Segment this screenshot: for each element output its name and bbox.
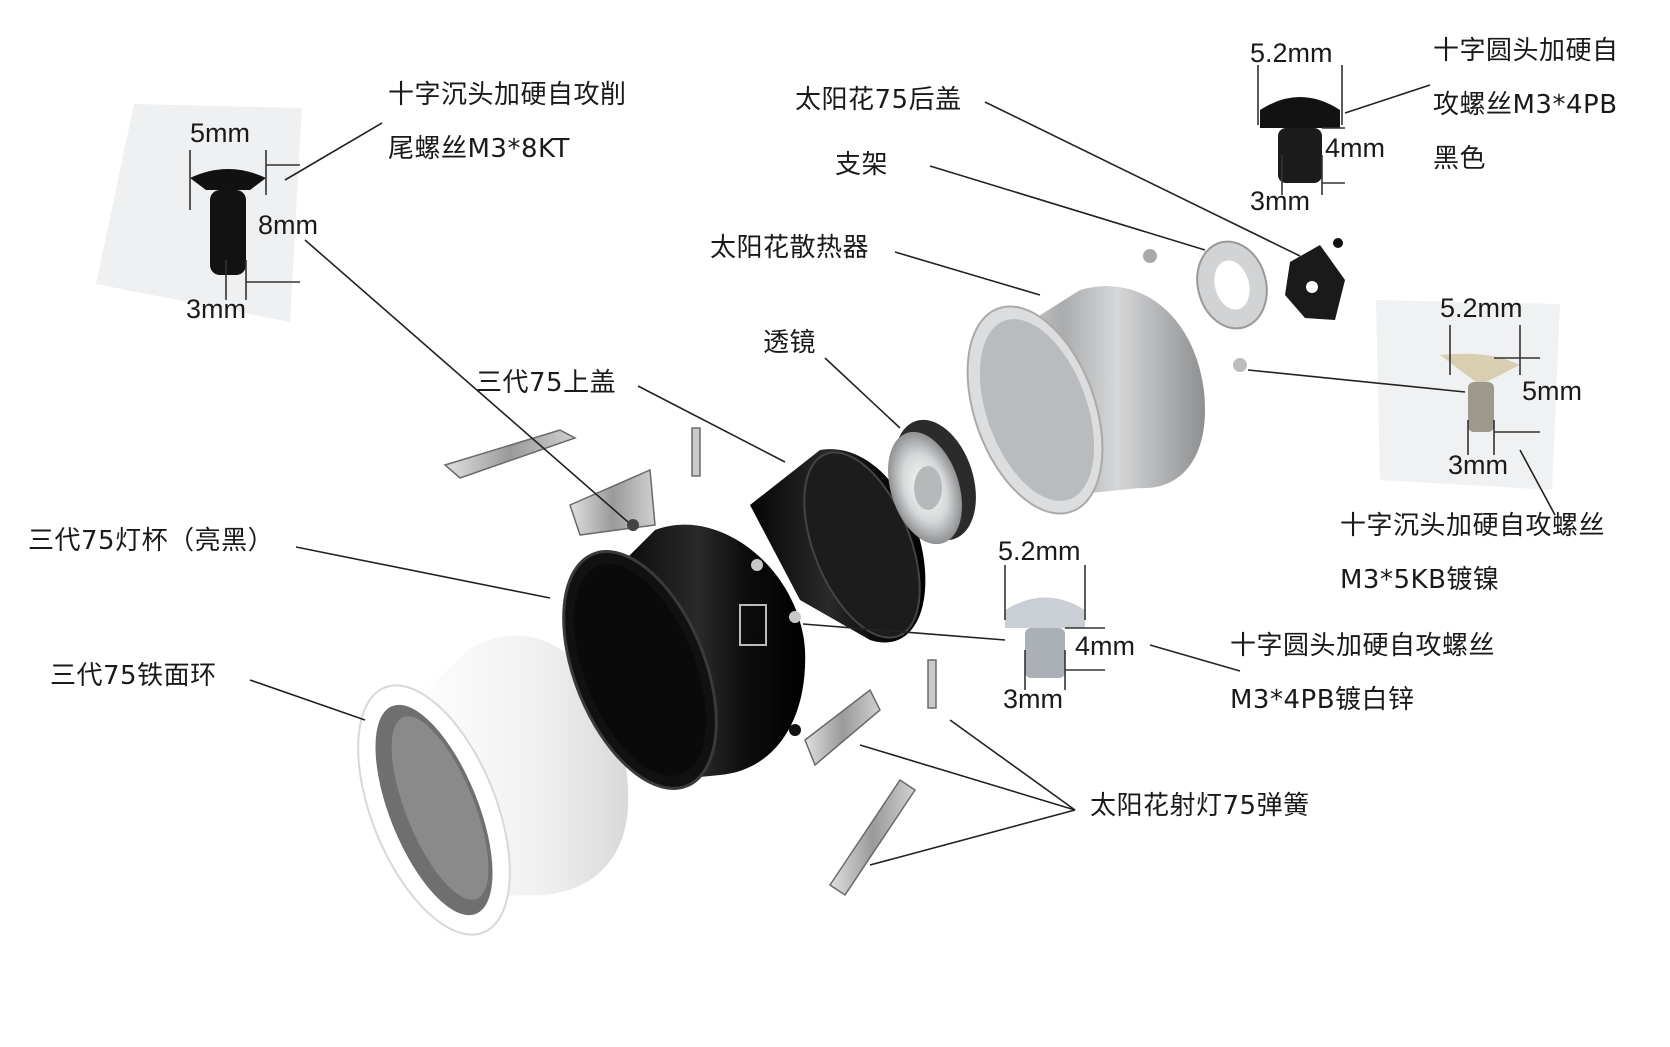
dimension-lines [189, 65, 1540, 690]
lamp-cup [562, 524, 806, 790]
springs [443, 427, 937, 897]
lens [888, 419, 976, 545]
label-heatsink: 太阳花散热器 [710, 233, 870, 263]
label-screw-pb-black-line2: 攻螺丝M3*4PB [1433, 90, 1618, 120]
label-screw-kb-line1: 十字沉头加硬自攻螺丝 [1340, 511, 1606, 541]
face-ring [357, 635, 629, 936]
dim-zinc-head: 5.2mm [998, 536, 1081, 566]
label-screw-zinc-line1: 十字圆头加硬自攻螺丝 [1230, 631, 1496, 661]
dim-pb-black-length: 4mm [1325, 133, 1385, 163]
dim-pb-black-head: 5.2mm [1250, 38, 1333, 68]
label-screw-zinc-line2: M3*4PB镀白锌 [1230, 685, 1415, 715]
label-bracket: 支架 [835, 150, 889, 180]
label-lens: 透镜 [763, 328, 817, 358]
bracket [1196, 240, 1268, 330]
label-spring: 太阳花射灯75弹簧 [1090, 791, 1310, 821]
label-screw-pb-black-line1: 十字圆头加硬自 [1433, 36, 1619, 66]
leader-lines [249, 84, 1556, 866]
dim-pb-black-thread: 3mm [1250, 186, 1310, 216]
label-screw-8kt-line1: 十字沉头加硬自攻削 [388, 80, 627, 110]
dim-8kt-thread: 3mm [186, 294, 246, 324]
label-top-cover: 三代75上盖 [476, 368, 617, 398]
dim-kb-length: 5mm [1522, 376, 1582, 406]
back-cover [1285, 245, 1345, 320]
label-screw-pb-black-line3: 黑色 [1433, 144, 1487, 174]
label-screw-8kt-line2: 尾螺丝M3*8KT [388, 134, 570, 164]
screw-kb-nickel-photo [1440, 353, 1520, 432]
top-cover [750, 449, 926, 643]
dim-8kt-head: 5mm [190, 118, 250, 148]
heatsink [966, 286, 1205, 515]
label-face-ring: 三代75铁面环 [50, 661, 217, 691]
dim-zinc-length: 4mm [1075, 631, 1135, 661]
label-lamp-cup: 三代75灯杯（亮黑） [28, 526, 275, 556]
small-screws [627, 238, 1343, 736]
photo-card-screw-8kt [96, 104, 302, 322]
screw-pb-black-photo [1260, 97, 1340, 183]
dim-zinc-thread: 3mm [1003, 684, 1063, 714]
dim-8kt-length: 8mm [258, 210, 318, 240]
dim-kb-head: 5.2mm [1440, 293, 1523, 323]
dim-kb-thread: 3mm [1448, 450, 1508, 480]
screw-pb-zinc-photo [1005, 597, 1085, 678]
label-screw-kb-line2: M3*5KB镀镍 [1340, 565, 1500, 595]
label-back-cover: 太阳花75后盖 [795, 85, 962, 115]
screw-8kt-photo [190, 169, 266, 275]
